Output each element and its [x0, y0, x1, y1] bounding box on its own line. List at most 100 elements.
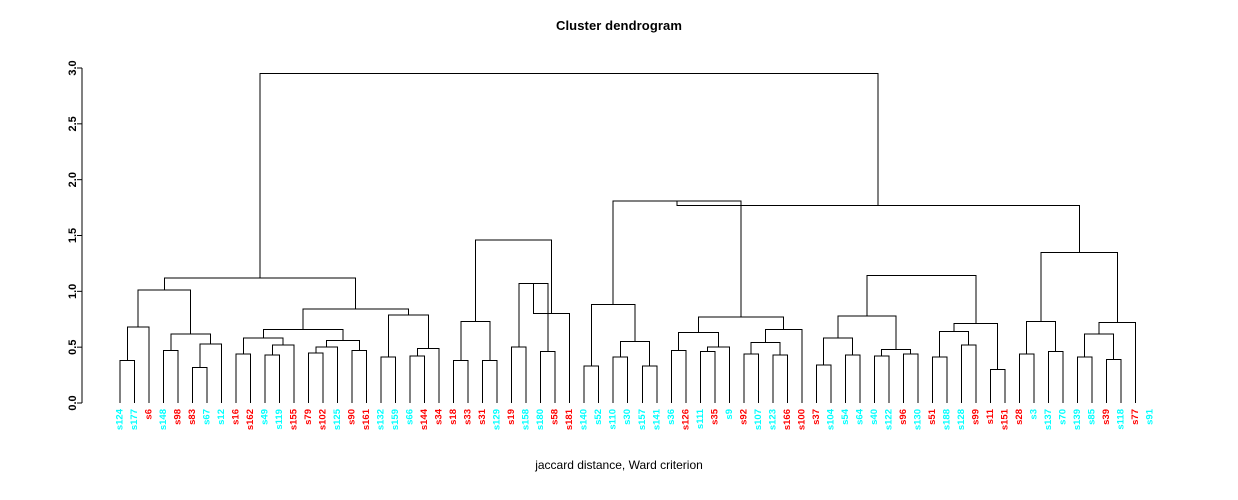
y-axis-tick-label: 0.0: [67, 395, 79, 410]
dendrogram-link: [583, 365, 600, 403]
leaf-label[interactable]: s91: [1145, 408, 1156, 425]
leaf-label[interactable]: s40: [869, 409, 880, 425]
dendrogram-link: [259, 73, 879, 278]
dendrogram-link: [511, 346, 527, 403]
leaf-label[interactable]: s181: [564, 408, 575, 430]
leaf-label[interactable]: s100: [796, 409, 807, 430]
dendrogram-link: [619, 341, 651, 367]
y-axis-tick-label: 2.5: [67, 116, 79, 131]
dendrogram-link: [137, 289, 192, 334]
leaf-label[interactable]: s166: [782, 409, 793, 430]
leaf-label[interactable]: s140: [579, 409, 590, 430]
leaf-label[interactable]: s34: [434, 408, 445, 425]
leaf-label[interactable]: s36: [666, 409, 677, 425]
leaf-label[interactable]: s58: [550, 409, 561, 425]
leaf-label[interactable]: s6: [144, 409, 155, 420]
leaf-label[interactable]: s130: [912, 409, 923, 430]
leaf-label[interactable]: s9: [724, 409, 735, 420]
leaf-label[interactable]: s188: [941, 409, 952, 430]
leaf-label[interactable]: s39: [1101, 409, 1112, 425]
leaf-label[interactable]: s123: [767, 409, 778, 430]
leaf-label[interactable]: s64: [854, 408, 865, 425]
leaf-label[interactable]: s158: [521, 409, 532, 430]
leaf-label[interactable]: s96: [898, 409, 909, 425]
leaf-label[interactable]: s104: [825, 408, 836, 430]
leaf-label[interactable]: s125: [332, 408, 343, 430]
leaf-label[interactable]: s99: [970, 409, 981, 425]
leaf-label[interactable]: s180: [535, 409, 546, 430]
leaf-label[interactable]: s85: [1086, 408, 1097, 425]
dendrogram-link: [387, 314, 429, 358]
leaf-label[interactable]: s157: [637, 409, 648, 430]
leaf-label[interactable]: s177: [129, 409, 140, 430]
leaf-label[interactable]: s102: [318, 409, 329, 430]
leaf-label[interactable]: s31: [477, 408, 488, 425]
leaf-label[interactable]: s37: [811, 409, 822, 425]
x-axis-caption: jaccard distance, Ward criterion: [535, 458, 703, 472]
dendrogram-link: [540, 351, 556, 403]
leaf-label[interactable]: s98: [173, 409, 184, 425]
leaf-label[interactable]: s122: [883, 409, 894, 430]
leaf-label[interactable]: s119: [274, 409, 285, 430]
leaf-label[interactable]: s67: [202, 409, 213, 425]
leaf-label[interactable]: s159: [390, 409, 401, 430]
leaf-label[interactable]: s28: [1014, 409, 1025, 425]
leaf-label[interactable]: s54: [840, 408, 851, 425]
leaf-label[interactable]: s16: [231, 409, 242, 425]
dendrogram-link: [170, 333, 212, 351]
leaf-label[interactable]: s129: [492, 409, 503, 430]
dendrogram-link: [750, 342, 781, 355]
leaf-label[interactable]: s137: [1043, 409, 1054, 430]
dendrogram-link: [765, 328, 803, 403]
dendrogram-link: [163, 277, 357, 310]
dendrogram-link: [1018, 353, 1035, 403]
leaf-label[interactable]: s132: [376, 409, 387, 430]
leaf-label[interactable]: s79: [303, 409, 314, 425]
leaf-label[interactable]: s51: [927, 408, 938, 425]
leaf-label[interactable]: s30: [622, 409, 633, 425]
leaf-label[interactable]: s90: [347, 409, 358, 425]
leaf-label[interactable]: s111: [695, 408, 706, 429]
dendrogram-link: [482, 360, 498, 403]
leaf-label[interactable]: s139: [1072, 409, 1083, 430]
leaf-label[interactable]: s151: [999, 408, 1010, 430]
leaf-label[interactable]: s19: [506, 409, 517, 425]
dendrogram-link: [612, 200, 742, 318]
leaf-label[interactable]: s124: [115, 408, 126, 430]
leaf-label[interactable]: s118: [1115, 409, 1126, 430]
leaf-label[interactable]: s12: [216, 409, 227, 425]
dendrogram-link: [474, 239, 553, 322]
leaf-label[interactable]: s33: [463, 409, 474, 425]
leaf-label[interactable]: s66: [405, 409, 416, 425]
leaf-label[interactable]: s161: [361, 408, 372, 430]
dendrogram-link: [1026, 320, 1057, 354]
leaf-label[interactable]: s18: [448, 409, 459, 425]
leaf-label[interactable]: s128: [956, 409, 967, 430]
dendrogram-link: [192, 366, 208, 403]
leaf-label[interactable]: s162: [245, 409, 256, 430]
dendrogram-link: [902, 353, 919, 403]
y-axis-tick-label: 1.0: [67, 284, 79, 299]
leaf-label[interactable]: s35: [709, 408, 720, 425]
dendrogram-link: [670, 350, 687, 403]
leaf-label[interactable]: s107: [753, 409, 764, 430]
dendrogram-link: [271, 344, 295, 403]
leaf-label[interactable]: s155: [289, 408, 300, 430]
leaf-label[interactable]: s126: [680, 409, 691, 430]
leaf-label[interactable]: s11: [985, 408, 996, 424]
leaf-label[interactable]: s110: [608, 409, 619, 430]
leaf-label[interactable]: s83: [187, 409, 198, 425]
leaf-label[interactable]: s141: [651, 408, 662, 430]
leaf-label[interactable]: s144: [419, 408, 430, 430]
dendrogram-link: [697, 316, 785, 333]
dendrogram-link: [1076, 356, 1093, 403]
leaf-label[interactable]: s52: [593, 409, 604, 425]
leaf-label[interactable]: s148: [158, 409, 169, 430]
leaf-label[interactable]: s92: [738, 409, 749, 425]
leaf-label[interactable]: s77: [1130, 409, 1141, 425]
leaf-label[interactable]: s70: [1057, 409, 1068, 425]
leaf-label[interactable]: s3: [1028, 409, 1039, 420]
page-title: Cluster dendrogram: [555, 18, 683, 33]
leaf-label[interactable]: s49: [260, 409, 271, 425]
